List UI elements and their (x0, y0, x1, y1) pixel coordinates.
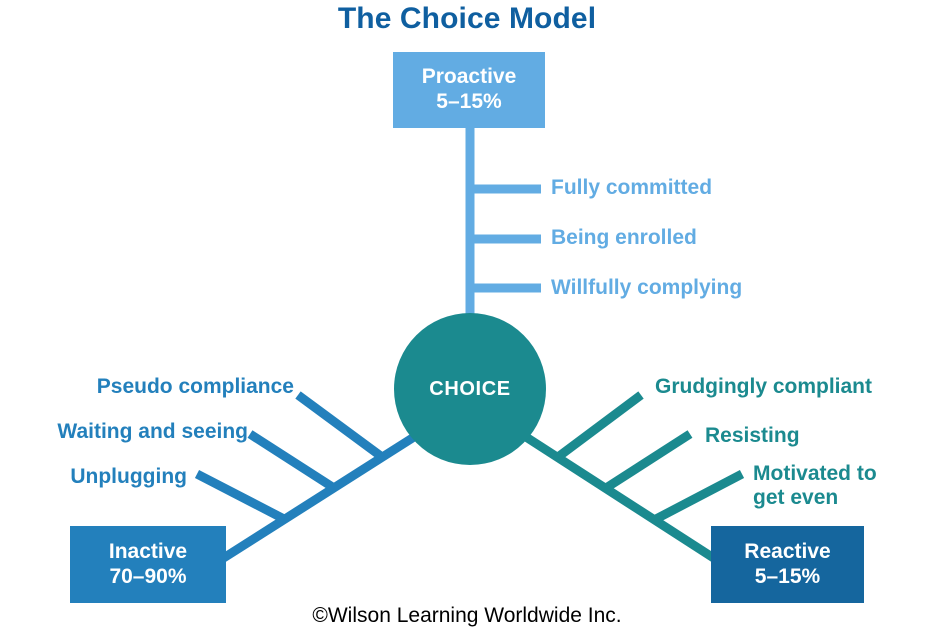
inactive-tick-0 (295, 391, 385, 461)
reactive-branch-lines (523, 391, 745, 570)
node-proactive-percent: 5–15% (436, 90, 502, 113)
node-inactive-percent: 70–90% (109, 564, 187, 588)
node-reactive-percent: 5–15% (754, 564, 821, 588)
node-reactive-name: Reactive (744, 539, 831, 563)
inactive-tick-1 (247, 430, 337, 492)
copyright-notice: ©Wilson Learning Worldwide Inc. (312, 604, 622, 627)
reactive-item-motivated-to-get-even: Motivated to get even (753, 462, 877, 509)
node-proactive-name: Proactive (421, 65, 517, 89)
reactive-tick-0 (555, 391, 644, 461)
proactive-item-fully-committed: Fully committed (551, 176, 713, 199)
page-title: The Choice Model (337, 2, 597, 35)
reactive-item-resisting: Resisting (705, 424, 800, 447)
inactive-tick-2 (194, 470, 287, 523)
node-inactive-name: Inactive (108, 539, 188, 563)
node-inactive[interactable]: Inactive 70–90% (70, 526, 226, 603)
proactive-item-being-enrolled: Being enrolled (551, 226, 697, 249)
inactive-item-pseudo-compliance: Pseudo compliance (96, 375, 294, 398)
inactive-branch-lines (194, 391, 417, 570)
choice-circle[interactable]: CHOICE (394, 313, 546, 465)
inactive-item-unplugging: Unplugging (70, 465, 187, 488)
reactive-tick-2 (653, 470, 745, 523)
reactive-item-grudgingly-compliant: Grudgingly compliant (655, 375, 873, 398)
reactive-tick-1 (603, 430, 693, 492)
choice-circle-label: CHOICE (429, 377, 511, 400)
proactive-branch-lines (465, 127, 541, 325)
node-proactive[interactable]: Proactive 5–15% (393, 52, 545, 128)
proactive-item-willfully-complying: Willfully complying (551, 276, 743, 299)
node-reactive[interactable]: Reactive 5–15% (711, 526, 864, 603)
inactive-item-waiting-and-seeing: Waiting and seeing (57, 420, 248, 443)
